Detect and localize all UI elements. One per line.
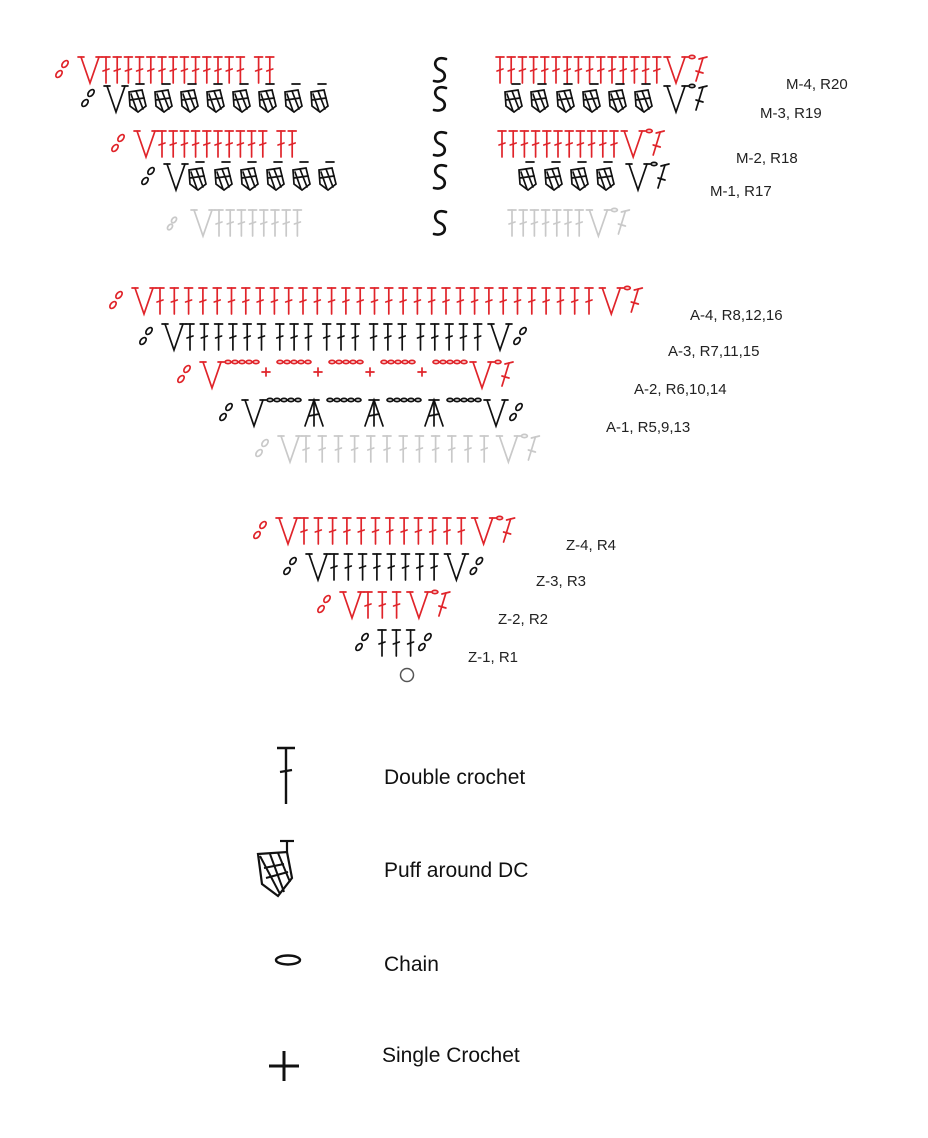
row-label: M-1, R17 bbox=[710, 183, 772, 200]
row-label: M-3, R19 bbox=[760, 105, 822, 122]
puff-around-dc-icon bbox=[250, 838, 302, 905]
double-crochet-icon bbox=[266, 746, 306, 813]
magic-ring-icon bbox=[399, 667, 415, 683]
row-label: A-3, R7,11,15 bbox=[668, 343, 759, 360]
chart-row: A-3, R7,11,15 bbox=[138, 323, 759, 360]
chart-row: A-1, R5,9,13 bbox=[218, 397, 690, 436]
chart-row: M-1, R17 bbox=[140, 161, 772, 200]
chart-row: A-2, R6,10,14 bbox=[176, 359, 727, 398]
legend-label-double-crochet: Double crochet bbox=[384, 766, 526, 789]
row-label: Z-2, R2 bbox=[498, 611, 548, 628]
chart-row: M-4, R20 bbox=[54, 54, 848, 93]
row-label: Z-4, R4 bbox=[566, 537, 616, 554]
chart-row: Z-2, R2 bbox=[316, 589, 548, 628]
break-mark-icon bbox=[432, 209, 448, 236]
chart-row: Z-4, R4 bbox=[252, 515, 616, 554]
chart-row bbox=[166, 207, 631, 239]
chain-icon bbox=[272, 950, 306, 975]
legend-label-single-crochet: Single Crochet bbox=[382, 1044, 520, 1067]
row-label: Z-3, R3 bbox=[536, 573, 586, 590]
chart-row: Z-3, R3 bbox=[282, 553, 586, 590]
chart-row: A-4, R8,12,16 bbox=[108, 285, 783, 324]
single-crochet-icon bbox=[266, 1048, 302, 1089]
row-label: M-2, R18 bbox=[736, 150, 798, 167]
chart-row bbox=[254, 433, 541, 465]
break-mark-icon bbox=[432, 130, 448, 157]
row-label: A-2, R6,10,14 bbox=[634, 381, 727, 398]
chart-row: M-2, R18 bbox=[110, 128, 798, 167]
chart-row: M-3, R19 bbox=[80, 83, 822, 122]
legend-label-chain: Chain bbox=[384, 953, 439, 976]
break-mark-icon bbox=[432, 85, 448, 112]
row-label: A-4, R8,12,16 bbox=[690, 307, 783, 324]
break-mark-icon bbox=[432, 163, 448, 190]
row-label: A-1, R5,9,13 bbox=[606, 419, 690, 436]
legend-label-puff-around-dc: Puff around DC bbox=[384, 859, 529, 882]
row-label: M-4, R20 bbox=[786, 76, 848, 93]
chart-row: Z-1, R1 bbox=[354, 629, 518, 666]
row-label: Z-1, R1 bbox=[468, 649, 518, 666]
break-mark-icon bbox=[432, 56, 448, 83]
